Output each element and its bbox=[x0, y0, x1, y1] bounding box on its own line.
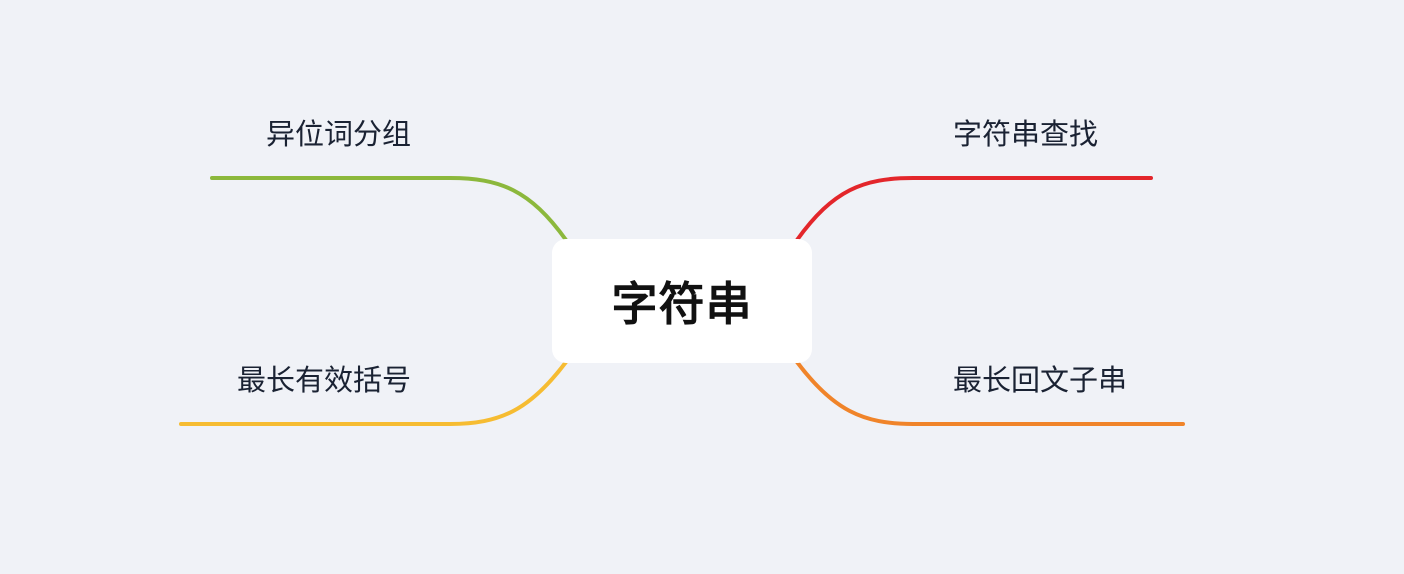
connector-longest-palindrome bbox=[795, 360, 1185, 426]
topic-longest-palindrome[interactable]: 最长回文子串 bbox=[953, 363, 1128, 397]
topic-anagram-grouping[interactable]: 异位词分组 bbox=[265, 117, 411, 151]
topic-longest-valid-parentheses[interactable]: 最长有效括号 bbox=[236, 363, 411, 397]
topic-string-search[interactable]: 字符串查找 bbox=[953, 117, 1099, 151]
root-topic-label: 字符串 bbox=[611, 277, 753, 331]
connector-anagram-grouping bbox=[210, 176, 568, 242]
connector-longest-valid-parentheses bbox=[179, 360, 568, 426]
connector-string-search bbox=[795, 176, 1153, 242]
root-topic-node[interactable]: 字符串 bbox=[552, 239, 812, 363]
